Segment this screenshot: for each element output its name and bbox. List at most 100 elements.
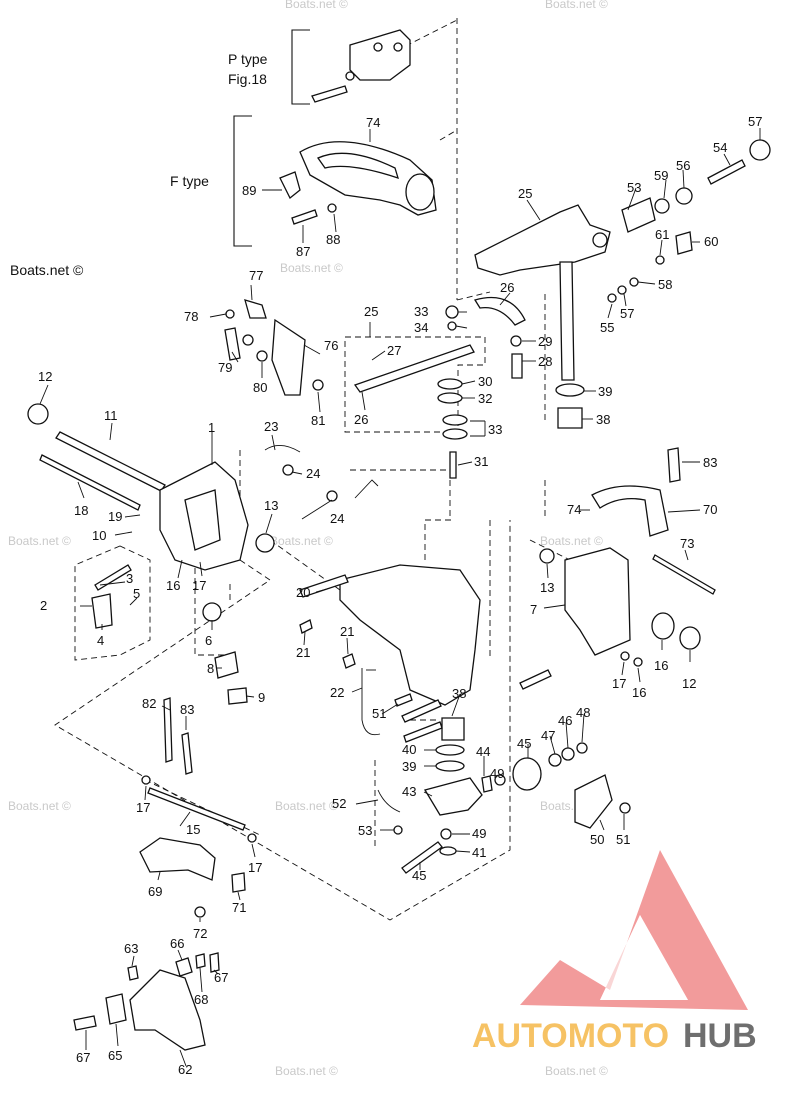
callout: 10: [92, 528, 106, 543]
callout: 25: [364, 304, 378, 319]
callout: 30: [478, 374, 492, 389]
callout: 39: [598, 384, 612, 399]
callout: 63: [124, 941, 138, 956]
watermark: Boats.net ©: [270, 534, 333, 548]
callout: 57: [620, 306, 634, 321]
callout: 59: [654, 168, 668, 183]
watermark: Boats.net ©: [285, 0, 348, 11]
watermark: Boats.net ©: [8, 799, 71, 813]
callout: 39: [402, 759, 416, 774]
leader-lines: [39, 128, 761, 1067]
callout: 25: [518, 186, 532, 201]
callout: 72: [193, 926, 207, 941]
callout: 40: [402, 742, 416, 757]
callout: 74: [366, 115, 380, 130]
callout: 74: [567, 502, 581, 517]
callout: 83: [703, 455, 717, 470]
callout: 52: [332, 796, 346, 811]
callout: 33: [414, 304, 428, 319]
callout: 57: [748, 114, 762, 129]
callout: 19: [108, 509, 122, 524]
p-type-fig-label: Fig.18: [228, 71, 267, 87]
callout: 26: [354, 412, 368, 427]
callout: 80: [253, 380, 267, 395]
watermark: Boats.net ©: [545, 1064, 608, 1078]
callout: 29: [538, 334, 552, 349]
callout: 22: [330, 685, 344, 700]
callout: 34: [414, 320, 428, 335]
callout: 70: [703, 502, 717, 517]
watermark: Boats.net ©: [8, 534, 71, 548]
callout: 87: [296, 244, 310, 259]
callout: 5: [133, 586, 140, 601]
automotohub-logo: AUTOMOTO HUB: [472, 850, 757, 1055]
callout: 82: [142, 696, 156, 711]
callout: 67: [76, 1050, 90, 1065]
callout: 73: [680, 536, 694, 551]
f-type-label: F type: [170, 173, 209, 189]
callout: 61: [655, 227, 669, 242]
callout: 54: [713, 140, 727, 155]
callout: 32: [478, 391, 492, 406]
callout: 65: [108, 1048, 122, 1063]
callout: 24: [306, 466, 320, 481]
callout: 11: [104, 408, 118, 423]
copyright-label: Boats.net ©: [10, 262, 84, 278]
callout: 58: [658, 277, 672, 292]
callout: 28: [538, 354, 552, 369]
callout: 67: [214, 970, 228, 985]
callout: 76: [324, 338, 338, 353]
part-shapes: [27, 29, 771, 1051]
callout: 43: [402, 784, 416, 799]
callout: 55: [600, 320, 614, 335]
callout: 17: [248, 860, 262, 875]
logo-triangle-icon: [520, 850, 748, 1010]
callout: 4: [97, 633, 104, 648]
callout: 68: [194, 992, 208, 1007]
callout: 78: [184, 309, 198, 324]
callout: 21: [296, 645, 310, 660]
callout: 38: [596, 412, 610, 427]
callout: 12: [682, 676, 696, 691]
callout: 1: [208, 420, 215, 435]
callout: 6: [205, 633, 212, 648]
callout: 46: [558, 713, 572, 728]
callout: 53: [627, 180, 641, 195]
logo-text-primary: AUTOMOTO: [472, 1017, 669, 1055]
callout: 41: [472, 845, 486, 860]
callout: 20: [296, 585, 310, 600]
callout: 71: [232, 900, 246, 915]
callout: 47: [541, 728, 555, 743]
watermark: Boats.net ©: [280, 261, 343, 275]
callout: 8: [207, 661, 214, 676]
callout: 79: [218, 360, 232, 375]
callout: 17: [136, 800, 150, 815]
callout: 45: [517, 736, 531, 751]
callout: 66: [170, 936, 184, 951]
callout: 16: [654, 658, 668, 673]
callout: 45: [412, 868, 426, 883]
callout: 89: [242, 183, 256, 198]
watermark: Boats.net ©: [545, 0, 608, 11]
callout: 17: [612, 676, 626, 691]
callout: 16: [166, 578, 180, 593]
callout: 12: [38, 369, 52, 384]
type-brackets: P type Fig.18 F type: [170, 29, 310, 247]
p-type-label: P type: [228, 51, 268, 67]
callout: 77: [249, 268, 263, 283]
callout: 18: [74, 503, 88, 518]
callout: 62: [178, 1062, 192, 1077]
callout: 88: [326, 232, 340, 247]
callout: 56: [676, 158, 690, 173]
callout: 17: [192, 578, 206, 593]
watermark: Boats.net ©: [275, 1064, 338, 1078]
callout: 21: [340, 624, 354, 639]
callout: 7: [530, 602, 537, 617]
callout: 51: [372, 706, 386, 721]
callout: 31: [474, 454, 488, 469]
callout: 81: [311, 413, 325, 428]
callout: 33: [488, 422, 502, 437]
callout: 49: [490, 766, 504, 781]
watermark: Boats.net ©: [275, 799, 338, 813]
